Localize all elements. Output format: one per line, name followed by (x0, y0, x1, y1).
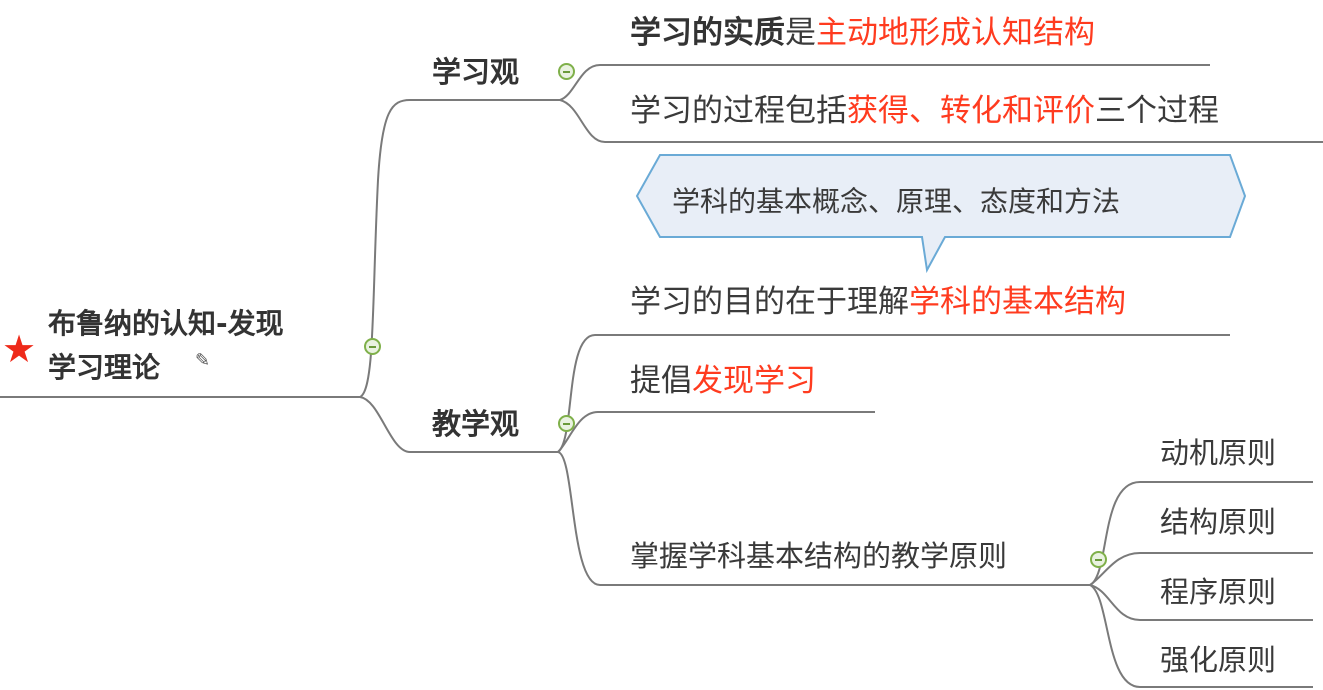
topic-discovery-learning-plain: 提倡 (630, 363, 692, 399)
topic-learning-essence-highlight: 主动地形成认知结构 (816, 15, 1095, 51)
topic-learning-process-suffix: 三个过程 (1095, 93, 1219, 129)
topic-learning-process-plain: 学习的过程包括 (630, 93, 847, 129)
branch-learning-view[interactable]: 学习观 (432, 55, 520, 89)
principle-sequence[interactable]: 程序原则 (1160, 575, 1277, 609)
principle-structure[interactable]: 结构原则 (1160, 505, 1277, 539)
callout-text[interactable]: 学科的基本概念、原理、态度和方法 (672, 185, 1121, 218)
root-topic-line2: 学习理论 (48, 351, 161, 384)
topic-learning-essence[interactable]: 学习的实质是主动地形成认知结构 (630, 18, 1095, 49)
topic-learning-process-highlight: 获得、转化和评价 (847, 93, 1095, 129)
topic-learning-essence-bold: 学习的实质 (630, 15, 785, 51)
collapse-learning-view-icon[interactable] (558, 63, 575, 80)
topic-learning-purpose[interactable]: 学习的目的在于理解学科的基本结构 (630, 287, 1126, 318)
topic-teaching-principles[interactable]: 掌握学科基本结构的教学原则 (630, 539, 1008, 573)
principle-reinforcement[interactable]: 强化原则 (1160, 643, 1277, 677)
topic-learning-essence-plain: 是 (785, 15, 816, 51)
root-topic-line1: 布鲁纳的认知-发现 (48, 307, 284, 340)
collapse-teaching-principles-icon[interactable] (1090, 551, 1107, 568)
topic-discovery-learning[interactable]: 提倡发现学习 (630, 366, 816, 397)
branch-teaching-view[interactable]: 教学观 (432, 407, 520, 441)
collapse-root-icon[interactable] (364, 338, 381, 355)
callout-bubble (635, 154, 1247, 274)
root-topic[interactable]: 布鲁纳的认知-发现 学习理论 (48, 302, 284, 390)
collapse-teaching-view-icon[interactable] (558, 415, 575, 432)
principle-motivation[interactable]: 动机原则 (1160, 436, 1277, 470)
topic-learning-purpose-highlight: 学科的基本结构 (909, 284, 1126, 320)
topic-learning-purpose-plain: 学习的目的在于理解 (630, 284, 909, 320)
star-icon: ★ (2, 327, 37, 371)
topic-discovery-learning-highlight: 发现学习 (692, 363, 816, 399)
pencil-icon[interactable]: ✎ (195, 350, 211, 371)
topic-learning-process[interactable]: 学习的过程包括获得、转化和评价三个过程 (630, 96, 1219, 127)
